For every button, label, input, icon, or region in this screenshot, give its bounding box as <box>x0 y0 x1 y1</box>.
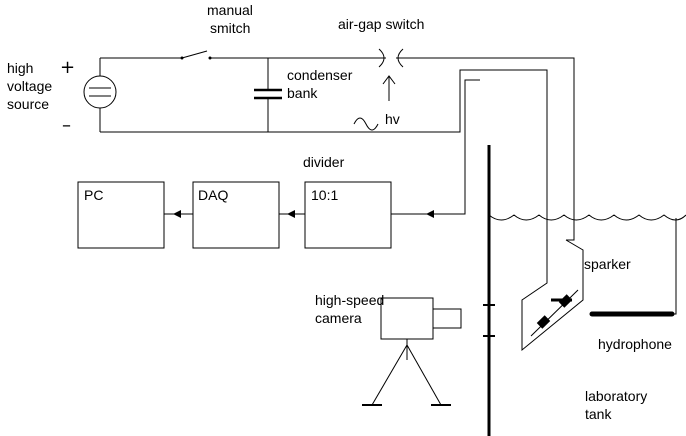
air-gap-switch-label: air-gap switch <box>338 16 424 32</box>
laboratory-tank <box>483 145 686 436</box>
camera-icon <box>362 297 462 406</box>
hydrophone-label: hydrophone <box>598 336 672 352</box>
minus-sign: – <box>62 115 71 136</box>
manual-switch-label-2: smitch <box>210 20 250 36</box>
daq-arrow-icon <box>287 210 295 218</box>
water-surface <box>488 214 686 221</box>
sparker-label: sparker <box>584 256 631 272</box>
hv-source-label-3: source <box>7 96 49 112</box>
air-gap-switch-icon <box>376 48 408 68</box>
daq-label: DAQ <box>198 187 228 203</box>
high-voltage-source-icon <box>83 75 117 109</box>
hv-circuit <box>99 57 460 133</box>
divider-box <box>304 181 392 249</box>
divider-caption: divider <box>303 154 345 170</box>
condenser-label-1: condenser <box>287 67 353 83</box>
camera-label-1: high-speed <box>315 292 384 308</box>
hydrophone-icon <box>589 218 677 317</box>
pc-label: PC <box>84 187 103 203</box>
divider-ratio-label: 10:1 <box>311 187 338 203</box>
tank-label-1: laboratory <box>585 388 647 404</box>
condenser-label-2: bank <box>287 85 318 101</box>
hv-source-label-2: voltage <box>7 78 52 94</box>
light-wave-icon <box>353 117 379 131</box>
hv-light-label: hv <box>385 111 400 127</box>
signal-arrow-icon <box>426 210 434 218</box>
manual-switch-icon <box>180 50 212 60</box>
light-arrow-icon <box>382 75 396 101</box>
daq-box <box>192 181 280 249</box>
pc-arrow-icon <box>173 210 181 218</box>
sparker-wires <box>408 57 575 241</box>
manual-switch-label-1: manual <box>207 2 253 18</box>
tank-label-2: tank <box>585 406 612 422</box>
sparker-icon <box>521 239 584 352</box>
pc-box <box>77 181 165 249</box>
plus-sign: + <box>60 57 75 78</box>
camera-label-2: camera <box>315 310 362 326</box>
hv-source-label-1: high <box>7 60 33 76</box>
condenser-bank-icon <box>254 58 282 132</box>
signal-wire <box>391 79 480 215</box>
